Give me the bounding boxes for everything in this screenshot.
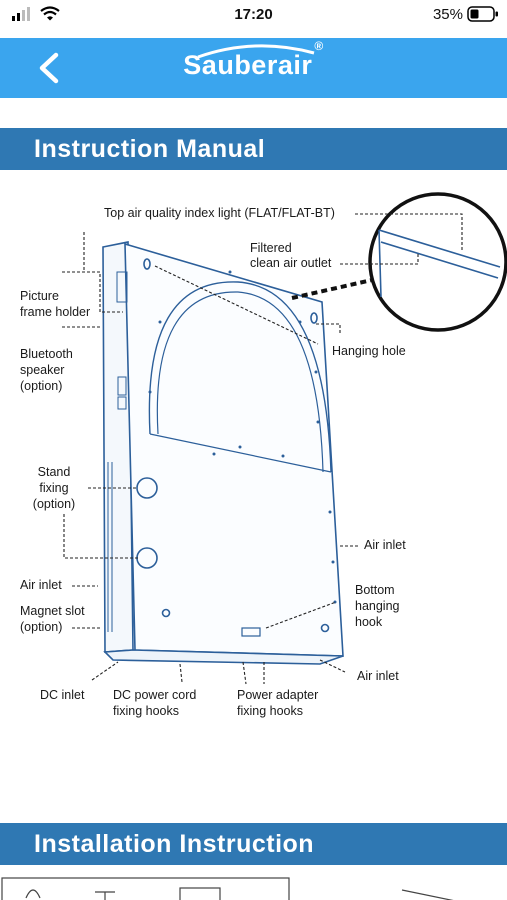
label-air-inlet-bottom: Air inlet	[357, 669, 399, 683]
battery-percent: 35%	[432, 6, 463, 23]
wifi-icon	[40, 6, 60, 21]
label-bottom-hook-3: hook	[355, 615, 383, 629]
trademark-symbol: ®	[314, 39, 324, 53]
back-button[interactable]	[34, 48, 74, 88]
label-air-inlet-left: Air inlet	[20, 578, 62, 592]
label-bottom-hook-2: hanging	[355, 599, 400, 613]
battery-icon	[467, 6, 498, 22]
brand-logo: Sauberair®	[0, 39, 507, 81]
logo-swoosh-icon	[197, 44, 315, 59]
label-adapter-1: Power adapter	[237, 688, 319, 702]
label-filtered-outlet-2: clean air outlet	[250, 256, 332, 270]
label-top-light: Top air quality index light (FLAT/FLAT-B…	[104, 206, 335, 220]
label-stand-3: (option)	[32, 497, 76, 511]
label-bluetooth-3: (option)	[20, 379, 63, 393]
signal-icon	[12, 7, 30, 21]
label-hanging-hole: Hanging hole	[332, 344, 406, 358]
label-picture-frame-1: Picture	[20, 289, 59, 303]
brand-name: Sauberair	[183, 50, 313, 80]
label-adapter-2: fixing hooks	[237, 704, 304, 718]
label-dc-cord-1: DC power cord	[113, 688, 197, 702]
section-heading-instruction-manual: Instruction Manual	[0, 128, 507, 170]
label-picture-frame-2: frame holder	[20, 305, 91, 319]
chevron-left-icon	[39, 52, 59, 84]
label-bluetooth-2: speaker	[20, 363, 65, 377]
label-magnet-2: (option)	[20, 620, 63, 634]
status-bar: 17:20 35%	[0, 0, 507, 34]
product-diagram: Top air quality index light (FLAT/FLAT-B…	[0, 172, 507, 822]
label-dc-cord-2: fixing hooks	[113, 704, 180, 718]
label-bottom-hook-1: Bottom	[355, 583, 395, 597]
label-dc-inlet: DC inlet	[40, 688, 85, 702]
installation-diagram-partial	[1, 877, 454, 900]
air-purifier-drawing	[62, 192, 507, 685]
label-air-inlet-right: Air inlet	[364, 538, 406, 552]
label-filtered-outlet-1: Filtered	[250, 241, 292, 255]
clock: 17:20	[234, 6, 273, 23]
label-stand-1: Stand	[37, 465, 71, 479]
label-stand-2: fixing	[39, 481, 69, 495]
label-magnet-1: Magnet slot	[20, 604, 85, 618]
app-header: Sauberair®	[0, 38, 507, 98]
label-bluetooth-1: Bluetooth	[20, 347, 73, 361]
section-heading-installation-instruction: Installation Instruction	[0, 823, 507, 865]
